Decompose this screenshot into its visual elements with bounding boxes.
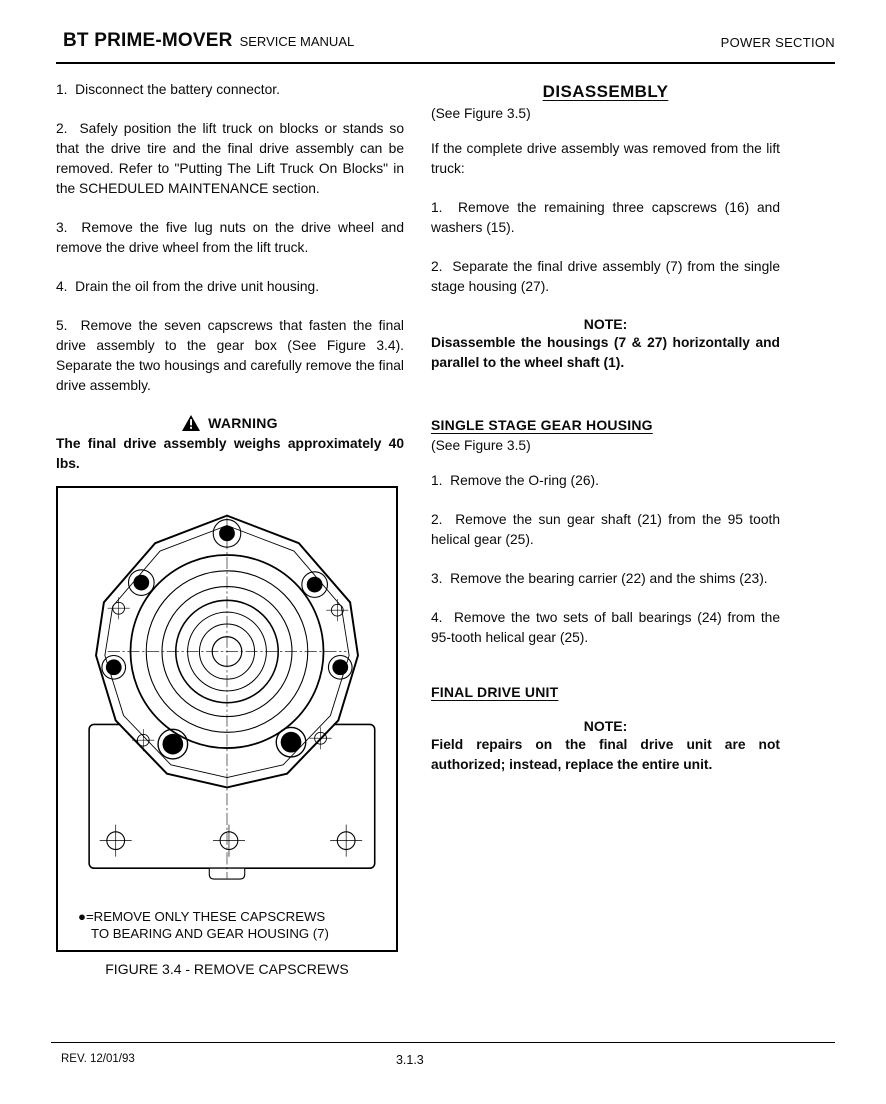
procedure-step-5: 5. Remove the seven capscrews that faste… xyxy=(56,318,404,393)
gear-housing-step-4: 4. Remove the two sets of ball bearings … xyxy=(431,610,780,645)
page-header: BT PRIME-MOVER SERVICE MANUAL POWER SECT… xyxy=(56,30,835,52)
figure-box: ●=REMOVE ONLY THESE CAPSCREWS TO BEARING… xyxy=(56,486,398,952)
column-gap xyxy=(404,80,431,977)
gear-housing-see-reference: (See Figure 3.5) xyxy=(431,438,531,453)
disassembly-step-1: 1. Remove the remaining three capscrews … xyxy=(431,200,780,235)
note-label: NOTE: xyxy=(583,718,628,734)
note-label: NOTE: xyxy=(583,316,628,332)
figure-caption: FIGURE 3.4 - REMOVE CAPSCREWS xyxy=(105,961,349,977)
warning-label: WARNING xyxy=(208,415,278,431)
warning-text: The final drive assembly weighs approxim… xyxy=(56,436,404,471)
procedure-step-2: 2. Safely position the lift truck on blo… xyxy=(56,121,404,196)
note-text: Field repairs on the final drive unit ar… xyxy=(431,737,780,772)
page-footer: REV. 12/01/93 3.1.3 xyxy=(51,1042,835,1067)
gear-housing-step-1: 1. Remove the O-ring (26). xyxy=(431,473,599,488)
content-columns: 1. Disconnect the battery connector. 2. … xyxy=(56,80,835,977)
disassembly-see-reference: (See Figure 3.5) xyxy=(431,106,531,121)
revision-date: REV. 12/01/93 xyxy=(61,1053,135,1065)
disassembly-intro: If the complete drive assembly was remov… xyxy=(431,141,780,176)
left-column: 1. Disconnect the battery connector. 2. … xyxy=(56,80,404,977)
warning-triangle-icon xyxy=(182,415,201,431)
warning-block: WARNING The final drive assembly weighs … xyxy=(56,415,404,474)
figure-legend-line-1: ●=REMOVE ONLY THESE CAPSCREWS xyxy=(78,909,326,924)
note-text: Disassemble the housings (7 & 27) horizo… xyxy=(431,335,780,370)
final-drive-note: NOTE: Field repairs on the final drive u… xyxy=(431,718,780,775)
procedure-step-3: 3. Remove the five lug nuts on the drive… xyxy=(56,220,404,255)
manual-subtitle: SERVICE MANUAL xyxy=(239,34,355,49)
gear-housing-step-3: 3. Remove the bearing carrier (22) and t… xyxy=(431,571,768,586)
manual-brand: BT PRIME-MOVER SERVICE MANUAL xyxy=(63,30,354,52)
figure-legend: ●=REMOVE ONLY THESE CAPSCREWS TO BEARING… xyxy=(58,908,396,942)
procedure-step-4: 4. Drain the oil from the drive unit hou… xyxy=(56,279,320,294)
disassembly-heading: DISASSEMBLY xyxy=(542,82,669,101)
figure-3-4: ●=REMOVE ONLY THESE CAPSCREWS TO BEARING… xyxy=(56,486,404,977)
warning-header: WARNING xyxy=(56,415,404,431)
page-number: 3.1.3 xyxy=(395,1053,424,1067)
header-rule xyxy=(56,62,835,64)
gear-housing-heading: SINGLE STAGE GEAR HOUSING xyxy=(431,417,653,433)
final-drive-heading: FINAL DRIVE UNIT xyxy=(431,684,559,700)
figure-legend-line-2: TO BEARING AND GEAR HOUSING (7) xyxy=(91,926,329,941)
procedure-step-1: 1. Disconnect the battery connector. xyxy=(56,82,280,97)
disassembly-note: NOTE: Disassemble the housings (7 & 27) … xyxy=(431,316,780,373)
right-column: DISASSEMBLY (See Figure 3.5) If the comp… xyxy=(431,80,780,977)
gear-housing-step-2: 2. Remove the sun gear shaft (21) from t… xyxy=(431,512,780,547)
drive-housing-drawing xyxy=(88,514,376,880)
manual-title: BT PRIME-MOVER xyxy=(63,30,233,51)
section-title: POWER SECTION xyxy=(720,35,835,50)
disassembly-step-2: 2. Separate the final drive assembly (7)… xyxy=(431,259,780,294)
